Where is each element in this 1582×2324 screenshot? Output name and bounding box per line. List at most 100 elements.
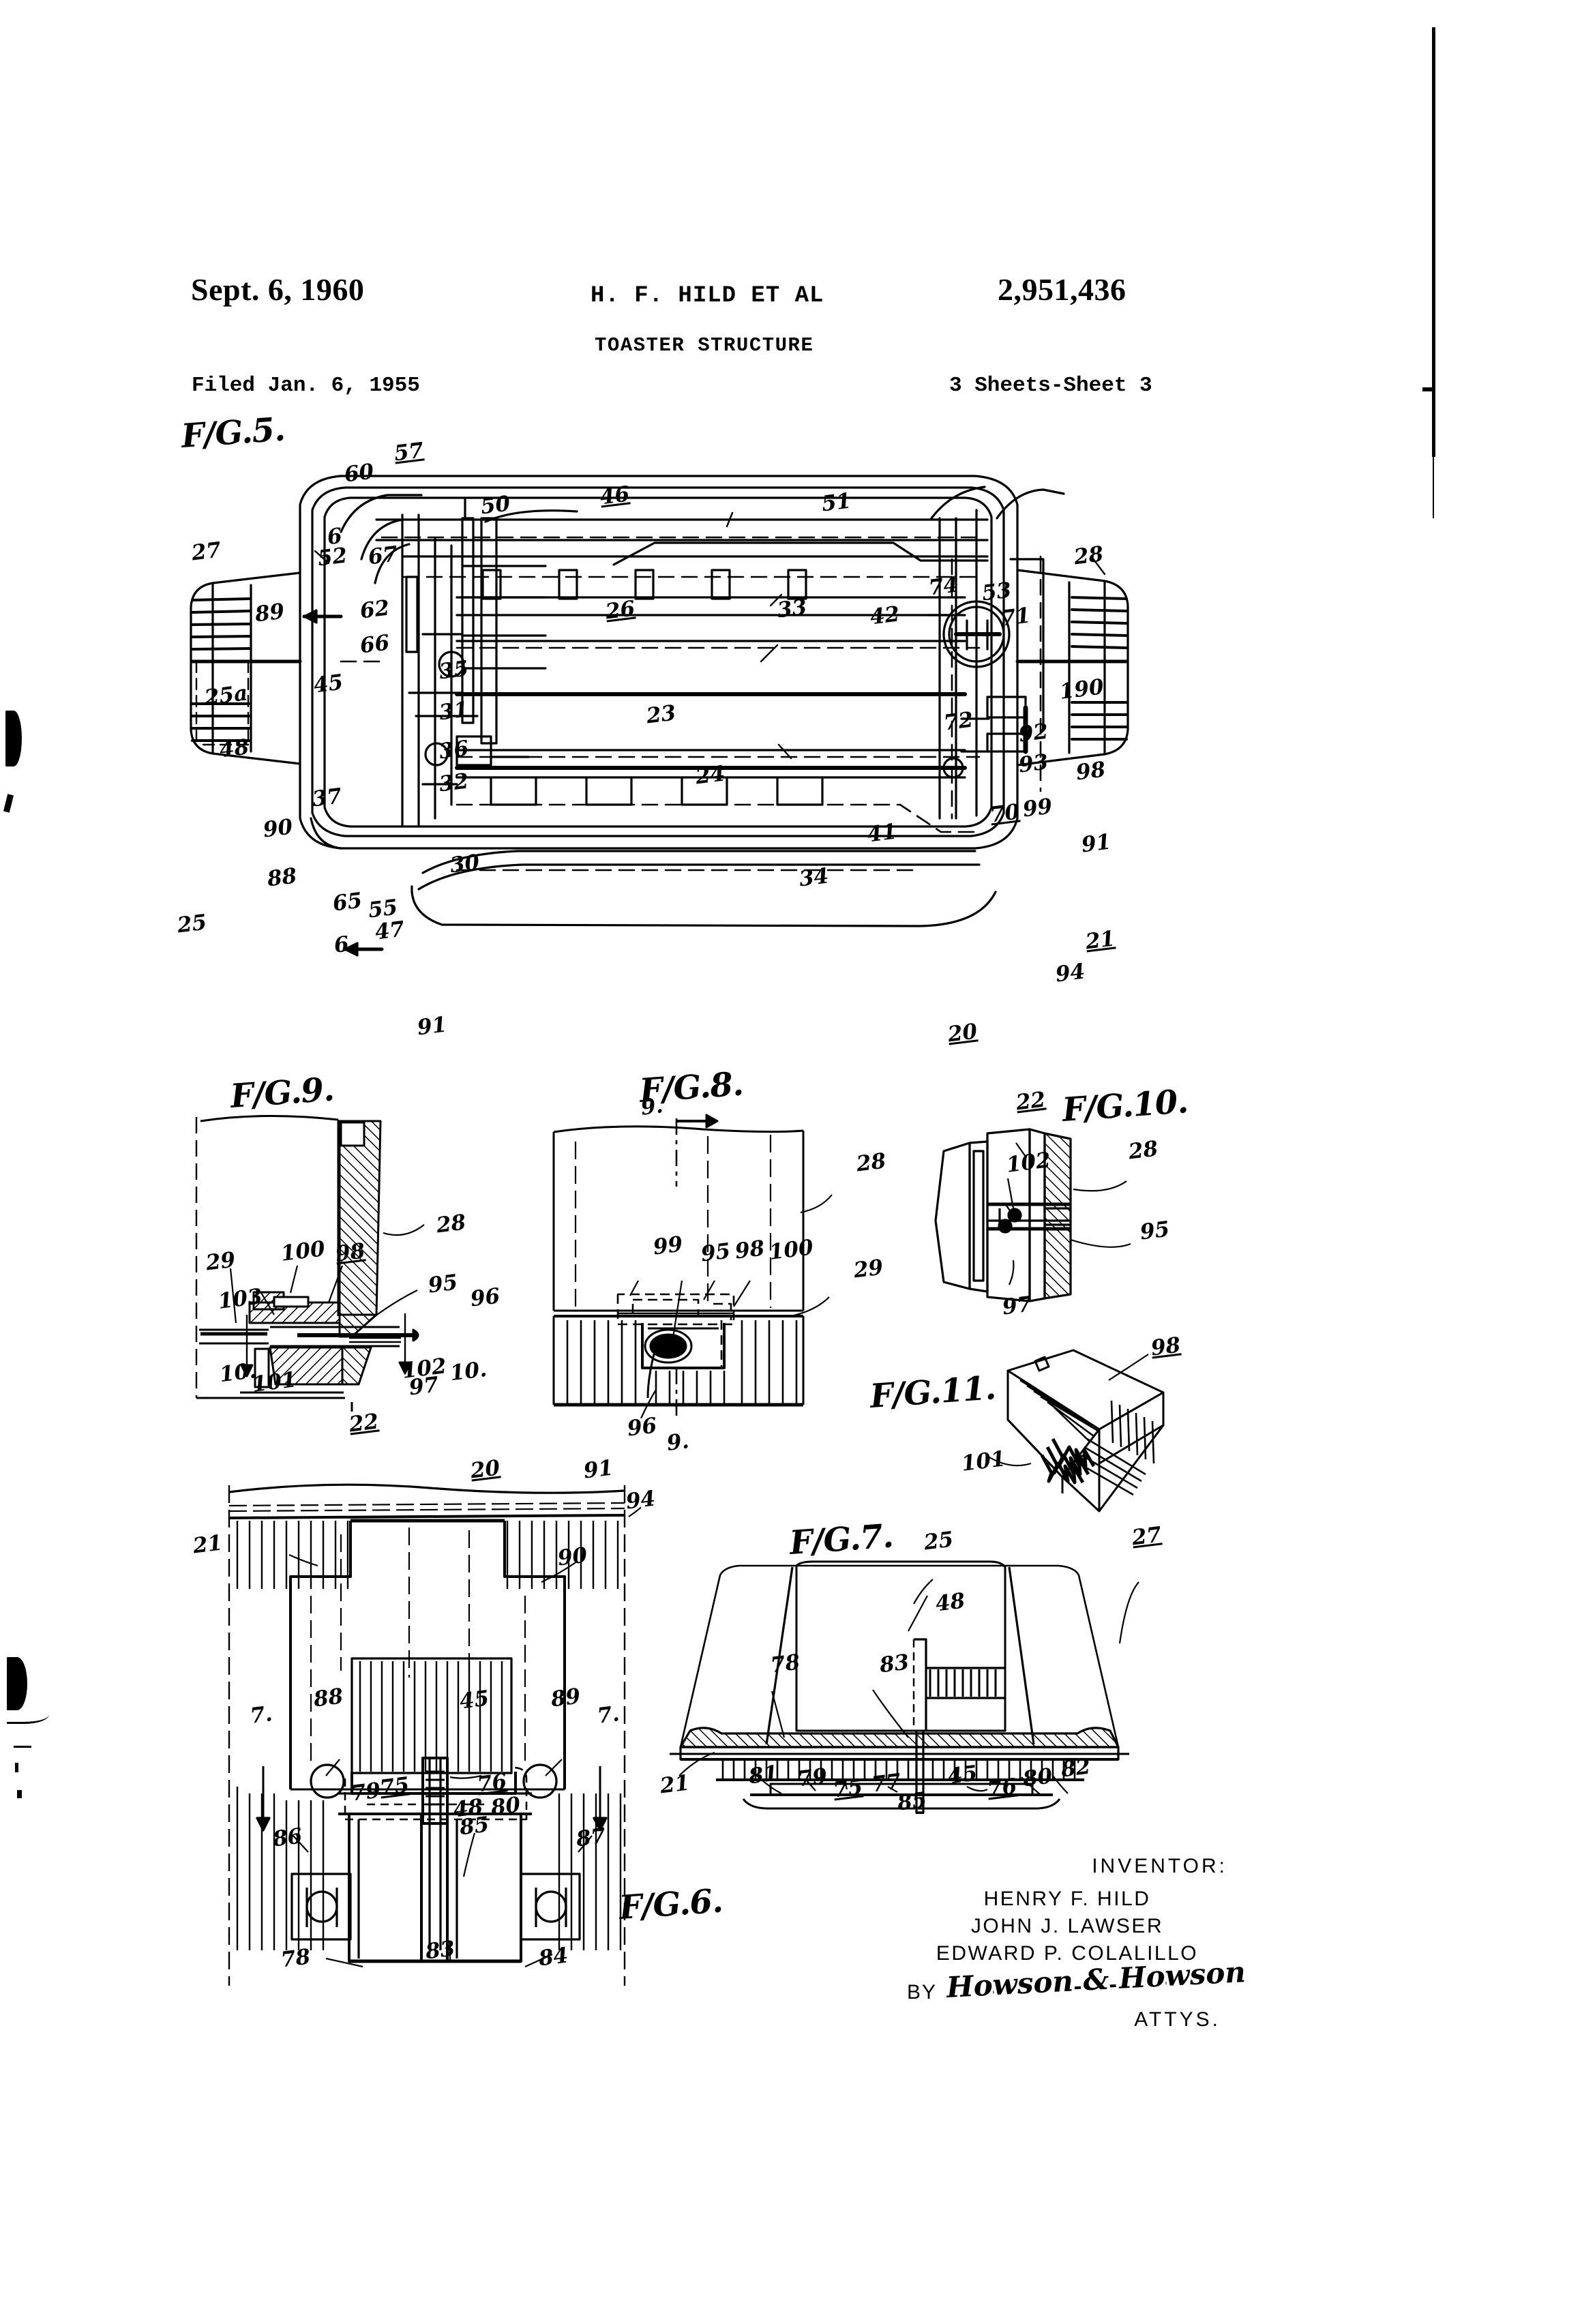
attys-label: ATTYS. <box>1134 2008 1221 2031</box>
ref-numeral-fig5-92: 92 <box>1017 719 1050 747</box>
by-label: BY <box>907 1981 938 2003</box>
ref-numeral-fig7-25: 25 <box>922 1527 955 1555</box>
ref-numeral-fig9-100: 100 <box>279 1236 327 1266</box>
ref-numeral-fig5-70: 70 <box>988 799 1021 828</box>
fig10-drawing <box>934 1128 1131 1302</box>
ref-numeral-fig5-91: 91 <box>415 1012 449 1041</box>
ref-numeral-fig5-47: 47 <box>373 917 406 945</box>
ref-numeral-fig8-99: 99 <box>651 1232 685 1260</box>
publication-date: Sept. 6, 1960 <box>191 272 365 307</box>
ref-numeral-fig7-48: 48 <box>934 1588 967 1617</box>
ref-numeral-fig11-98: 98 <box>1149 1332 1182 1361</box>
ref-numeral-fig10-95: 95 <box>1138 1217 1171 1245</box>
ref-numeral-fig8-9: 9. <box>639 1093 665 1120</box>
ref-numeral-fig5-48: 48 <box>218 734 251 763</box>
ref-numeral-fig5-25a: 25a <box>203 681 250 711</box>
ref-numeral-fig5-67: 67 <box>366 541 400 570</box>
inventor-name-2: JOHN J. LAWSER <box>970 1915 1164 1937</box>
ref-numeral-fig5-34: 34 <box>797 863 831 892</box>
scan-artifact-right-rule-tail <box>1433 457 1434 518</box>
ref-numeral-fig6-20: 20 <box>468 1455 502 1484</box>
ref-numeral-fig6-21: 21 <box>191 1530 224 1559</box>
ref-numeral-fig6-87: 87 <box>574 1823 608 1852</box>
ref-numeral-fig8-28: 28 <box>854 1148 888 1177</box>
ref-numeral-fig9-28: 28 <box>434 1210 468 1238</box>
ref-numeral-fig5-65: 65 <box>331 888 364 917</box>
inventor-name-1: HENRY F. HILD <box>983 1888 1151 1910</box>
scan-artifact-left-dot2 <box>17 1790 22 1798</box>
ref-numeral-fig9-29: 29 <box>204 1247 237 1276</box>
ref-numeral-fig5-57: 57 <box>392 438 426 466</box>
scan-artifact-right-rule <box>1432 27 1435 457</box>
ref-numeral-fig5-37: 37 <box>310 784 344 812</box>
ref-numeral-fig5-45: 45 <box>312 670 345 698</box>
ref-numeral-fig8-98: 98 <box>733 1236 766 1264</box>
ref-numeral-fig5-89: 89 <box>253 599 286 627</box>
patent-number: 2,951,436 <box>998 272 1126 307</box>
fig9-drawing <box>195 1114 425 1412</box>
ref-numeral-fig7-81: 81 <box>747 1761 780 1789</box>
ref-numeral-fig6-90: 90 <box>556 1543 589 1571</box>
ref-numeral-fig6-80: 80 <box>489 1792 522 1821</box>
ref-numeral-fig6-7: 7. <box>595 1701 621 1729</box>
ref-numeral-fig5-52: 52 <box>316 543 349 571</box>
ref-numeral-fig5-94: 94 <box>1054 959 1087 987</box>
ref-numeral-fig6-91: 91 <box>582 1455 615 1484</box>
ref-numeral-fig7-78: 78 <box>768 1650 802 1678</box>
ref-numeral-fig9-22: 22 <box>347 1409 380 1437</box>
inventor-header-line: H. F. HILD ET AL <box>591 283 824 309</box>
ref-numeral-fig7-21: 21 <box>658 1770 691 1799</box>
ref-numeral-fig5-50: 50 <box>479 491 512 520</box>
ref-numeral-fig6-84: 84 <box>537 1943 570 1971</box>
ref-numeral-fig5-91: 91 <box>1079 829 1113 858</box>
ref-numeral-fig5-51: 51 <box>820 488 853 517</box>
ref-numeral-fig7-85: 85 <box>895 1787 929 1816</box>
scan-artifact-left-lower <box>7 1657 27 1710</box>
ref-numeral-fig10-28: 28 <box>1126 1136 1160 1165</box>
ref-numeral-fig5-60: 60 <box>342 459 376 488</box>
ref-numeral-fig5-24: 24 <box>693 761 727 790</box>
ref-numeral-fig6-78: 78 <box>279 1944 312 1973</box>
inventor-name-3: EDWARD P. COLALILLO <box>936 1942 1199 1965</box>
ref-numeral-fig6-75: 75 <box>378 1772 411 1801</box>
ref-numeral-fig8-9: 9. <box>665 1429 691 1456</box>
ref-numeral-fig5-26: 26 <box>603 596 637 625</box>
ref-numeral-fig5-31: 31 <box>437 697 471 726</box>
fig8-drawing <box>552 1114 833 1418</box>
ref-numeral-fig5-35: 35 <box>437 656 471 685</box>
inventor-label: INVENTOR: <box>1092 1855 1227 1877</box>
sheet-count: 3 Sheets-Sheet 3 <box>949 374 1152 398</box>
ref-numeral-fig6-85: 85 <box>458 1812 491 1841</box>
ref-numeral-fig5-6: 6. <box>332 931 358 958</box>
ref-numeral-fig5-23: 23 <box>644 700 678 729</box>
ref-numeral-fig6-83: 83 <box>423 1936 457 1965</box>
ref-numeral-fig5-46: 46 <box>598 481 631 510</box>
ref-numeral-fig6-79: 79 <box>349 1778 383 1806</box>
ref-numeral-fig10-102: 102 <box>1004 1148 1052 1178</box>
scan-artifact-right-dot <box>1422 387 1432 391</box>
ref-numeral-fig5-32: 32 <box>437 769 471 797</box>
fig7-drawing <box>670 1560 1139 1814</box>
fig11-drawing <box>985 1349 1165 1513</box>
ref-numeral-fig5-21: 21 <box>1084 926 1117 955</box>
ref-numeral-fig8-100: 100 <box>767 1235 815 1265</box>
ref-numeral-fig10-22: 22 <box>1014 1087 1047 1116</box>
ref-numeral-fig6-45: 45 <box>458 1686 491 1714</box>
ref-numeral-fig8-95: 95 <box>699 1238 732 1267</box>
ref-numeral-fig6-7: 7. <box>248 1701 274 1729</box>
scan-artifact-left-lower-curve <box>7 1708 49 1724</box>
ref-numeral-fig7-27: 27 <box>1130 1522 1163 1551</box>
ref-numeral-fig10-97: 97 <box>1000 1292 1034 1320</box>
ref-numeral-fig9-97: 97 <box>407 1372 441 1401</box>
ref-numeral-fig6-88: 88 <box>312 1684 345 1712</box>
patent-title: TOASTER STRUCTURE <box>595 334 814 357</box>
ref-numeral-fig5-71: 71 <box>999 603 1032 631</box>
ref-numeral-fig6-89: 89 <box>549 1684 582 1712</box>
ref-numeral-fig5-30: 30 <box>448 850 481 878</box>
ref-numeral-fig5-62: 62 <box>358 595 391 624</box>
ref-numeral-fig8-96: 96 <box>625 1413 659 1442</box>
scan-artifact-left-dot1 <box>15 1763 18 1772</box>
scan-artifact-left-upper <box>5 711 22 766</box>
ref-numeral-fig9-96: 96 <box>468 1283 502 1312</box>
